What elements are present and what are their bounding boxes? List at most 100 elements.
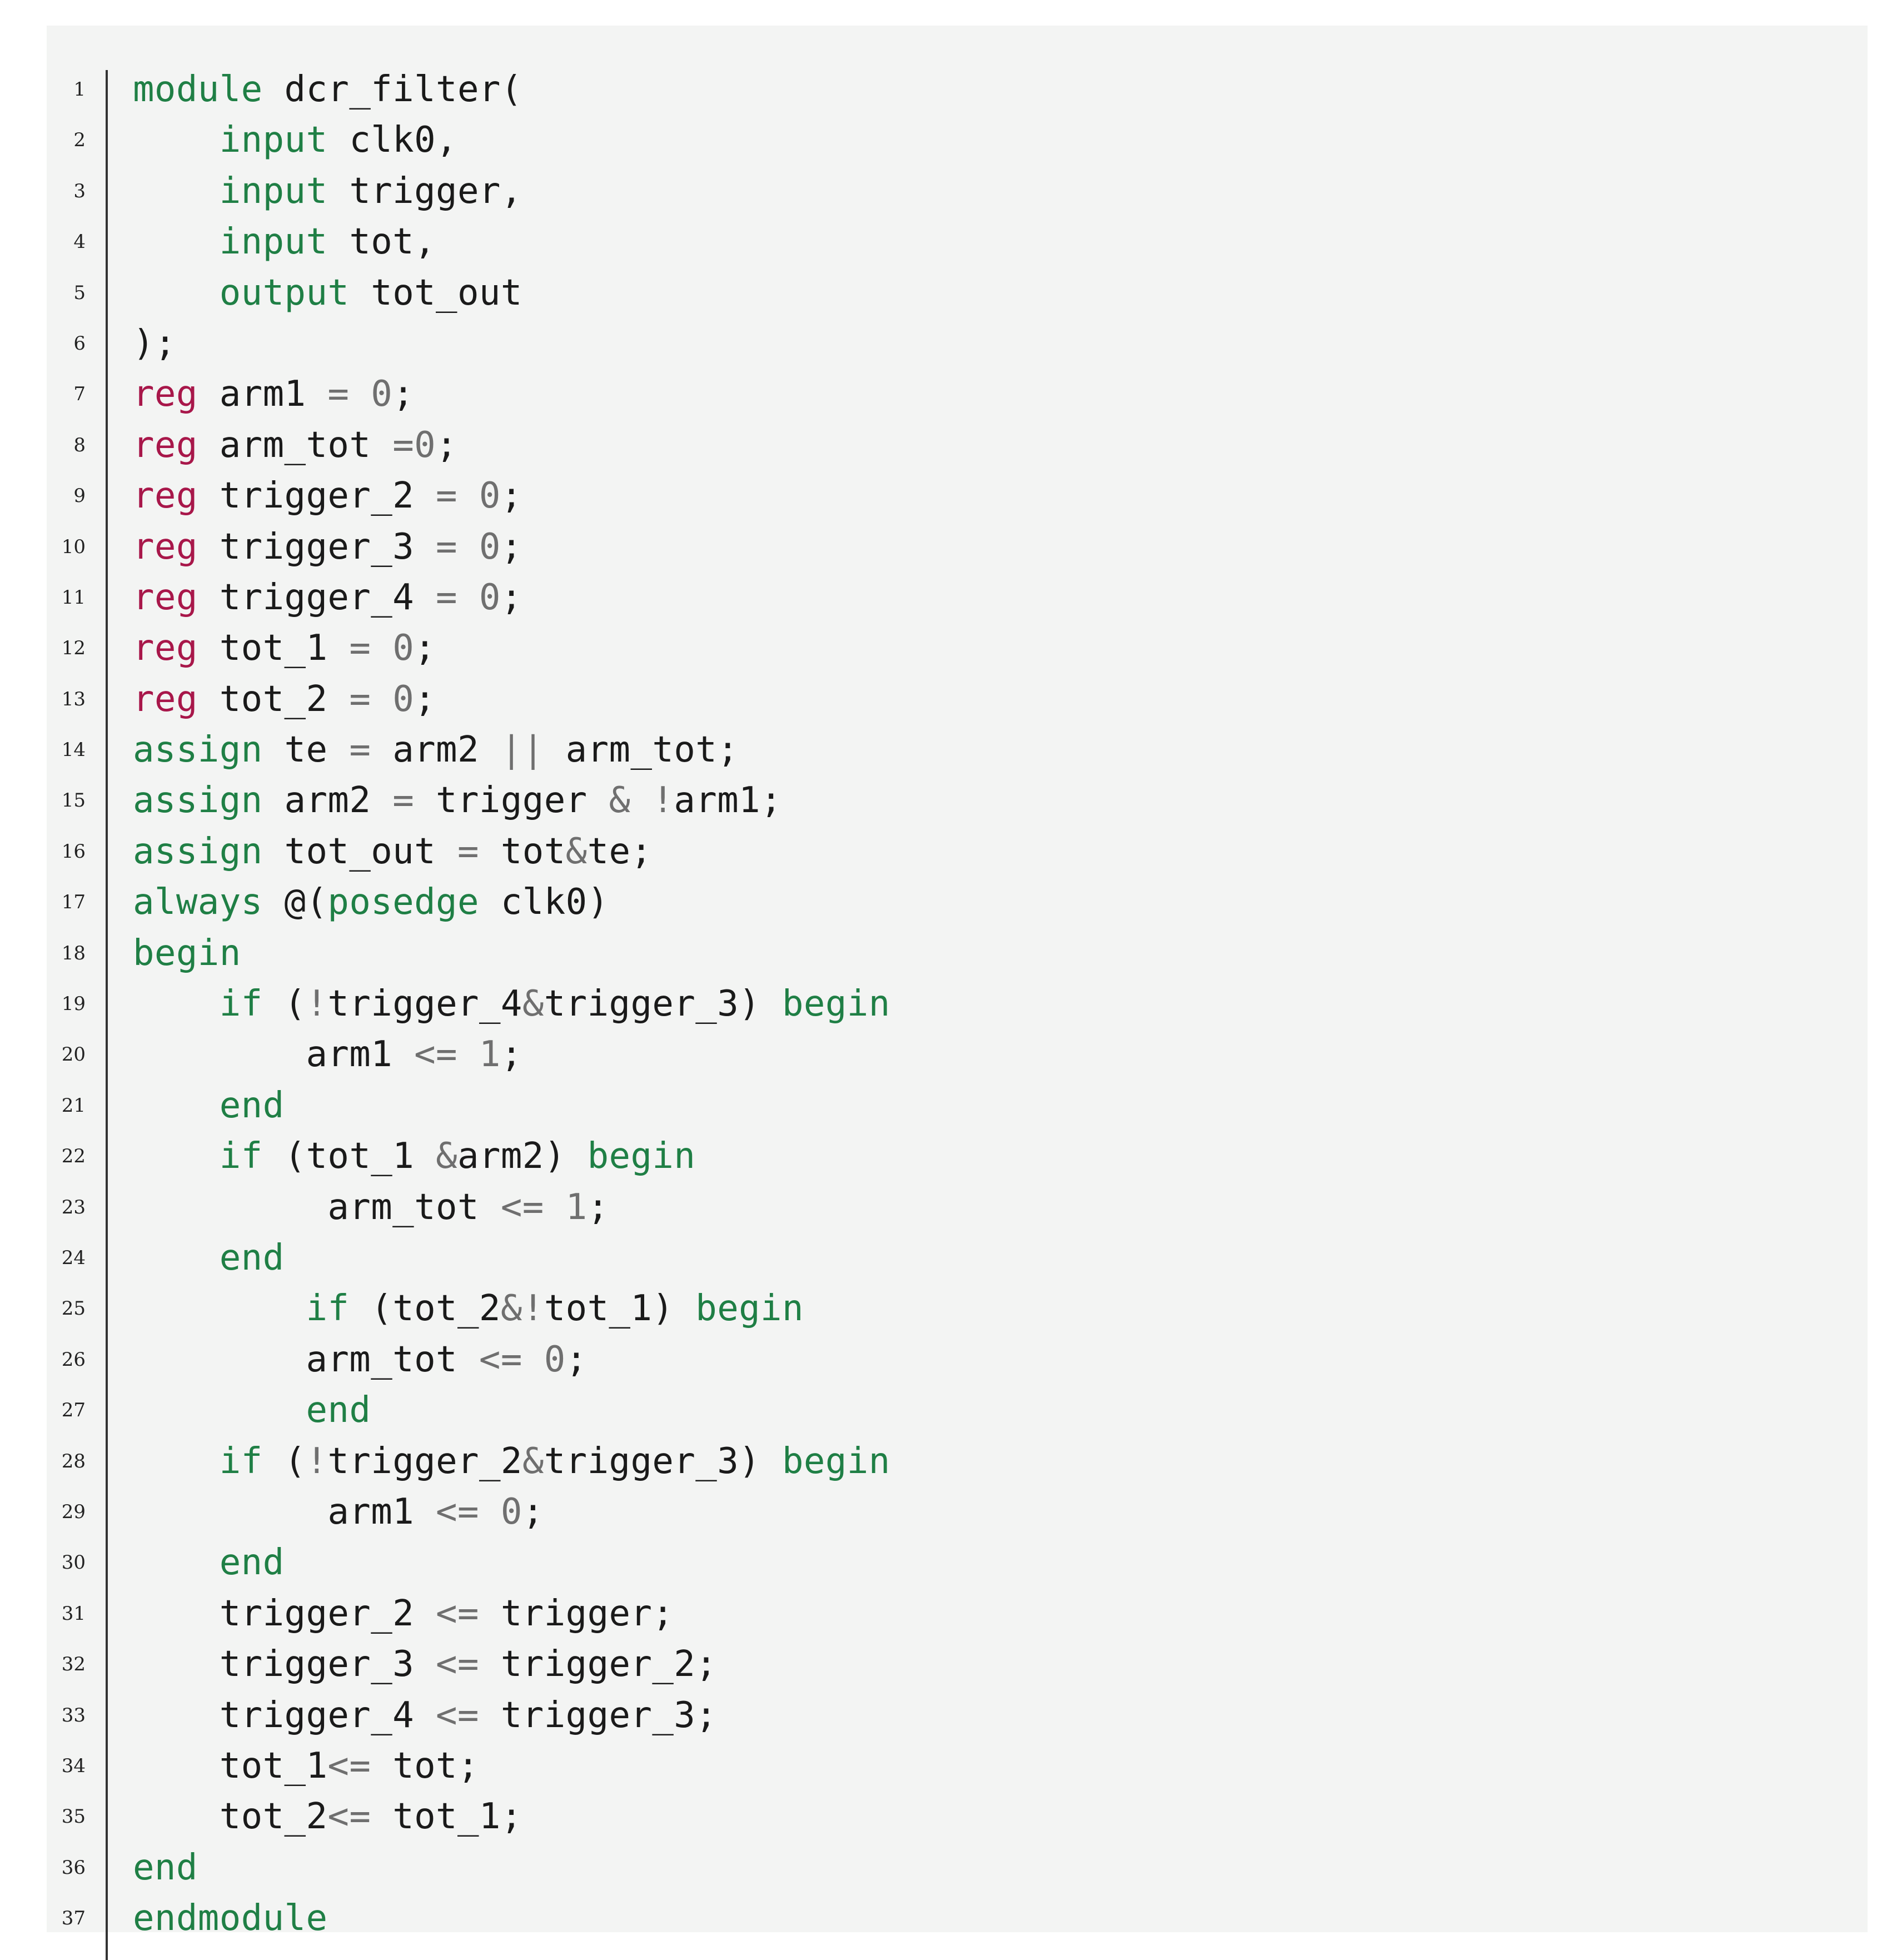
code-token-kw: input bbox=[219, 221, 328, 263]
line-number: 11 bbox=[61, 586, 86, 609]
code-text: tot_1<= tot; bbox=[133, 1741, 479, 1792]
code-text: end bbox=[133, 1233, 285, 1284]
code-token: clk0) bbox=[479, 882, 609, 923]
code-token bbox=[133, 120, 220, 161]
code-line: 29 arm1 <= 0; bbox=[47, 1487, 1868, 1538]
code-text: reg arm_tot =0; bbox=[133, 420, 457, 471]
line-number: 33 bbox=[61, 1704, 86, 1727]
code-token-kw: begin bbox=[695, 1288, 804, 1330]
code-token-op: || bbox=[500, 729, 544, 771]
code-token bbox=[133, 1085, 220, 1126]
code-text: end bbox=[133, 1081, 285, 1131]
code-token: arm1; bbox=[674, 780, 782, 822]
code-text: tot_2<= tot_1; bbox=[133, 1792, 522, 1842]
line-number: 19 bbox=[61, 993, 86, 1016]
code-token: trigger_4 bbox=[133, 1694, 436, 1736]
code-token-kw: output bbox=[219, 272, 350, 314]
code-text: if (!trigger_4&trigger_3) begin bbox=[133, 979, 890, 1029]
code-line: 23 arm_tot <= 1; bbox=[47, 1182, 1868, 1233]
code-token bbox=[371, 679, 392, 720]
code-token-op: <= bbox=[436, 1491, 479, 1533]
code-token: ( bbox=[262, 983, 306, 1025]
line-number: 2 bbox=[73, 129, 86, 152]
code-token bbox=[133, 1441, 220, 1482]
code-text: reg trigger_4 = 0; bbox=[133, 573, 522, 623]
code-token bbox=[133, 1390, 306, 1431]
line-number: 32 bbox=[61, 1653, 86, 1676]
code-token: trigger; bbox=[479, 1593, 674, 1634]
code-token: ; bbox=[500, 576, 522, 618]
code-token-op: <= bbox=[436, 1644, 479, 1685]
code-token: tot_1 bbox=[133, 1745, 328, 1787]
code-text: end bbox=[133, 1385, 371, 1436]
code-token: te bbox=[262, 729, 350, 771]
code-token: arm2) bbox=[457, 1136, 587, 1177]
line-number: 30 bbox=[61, 1551, 86, 1574]
line-number: 23 bbox=[61, 1196, 86, 1218]
code-token bbox=[133, 221, 220, 262]
line-number: 31 bbox=[61, 1602, 86, 1625]
code-token-rg: reg bbox=[133, 374, 198, 415]
code-token bbox=[133, 983, 220, 1024]
code-token-nm: 0 bbox=[479, 475, 501, 517]
code-token-rg: reg bbox=[133, 424, 198, 466]
code-text: reg tot_1 = 0; bbox=[133, 623, 436, 674]
code-token-kw: begin bbox=[587, 1136, 696, 1177]
code-token: ; bbox=[392, 374, 415, 415]
code-token-nm: 0 bbox=[544, 1339, 566, 1380]
code-token bbox=[457, 1034, 479, 1075]
code-text: assign tot_out = tot&te; bbox=[133, 827, 652, 877]
code-token-op: = bbox=[457, 830, 479, 872]
line-number: 4 bbox=[73, 231, 86, 253]
code-token-kw: assign bbox=[133, 830, 263, 872]
code-token: arm2 bbox=[371, 729, 501, 771]
code-token-kw: endmodule bbox=[133, 1898, 328, 1939]
line-number: 36 bbox=[61, 1856, 86, 1879]
code-text: arm_tot <= 1; bbox=[133, 1182, 609, 1233]
code-token: ; bbox=[414, 678, 436, 720]
code-token: dcr_filter( bbox=[262, 69, 522, 110]
code-token: ; bbox=[587, 1186, 609, 1228]
code-token-kw: assign bbox=[133, 729, 263, 771]
code-token-op: = bbox=[436, 475, 457, 517]
code-token: @( bbox=[262, 882, 328, 923]
code-text: if (tot_2&!tot_1) begin bbox=[133, 1284, 804, 1334]
code-text: end bbox=[133, 1843, 198, 1893]
code-text: if (!trigger_2&trigger_3) begin bbox=[133, 1436, 890, 1487]
code-line: 33 trigger_4 <= trigger_3; bbox=[47, 1690, 1868, 1741]
code-token bbox=[371, 628, 392, 669]
code-token: (tot_2 bbox=[349, 1288, 501, 1330]
code-token-kw: if bbox=[306, 1288, 350, 1330]
code-token: ; bbox=[565, 1339, 587, 1380]
code-line: 11 reg trigger_4 = 0; bbox=[47, 573, 1868, 623]
code-token: arm1 bbox=[197, 374, 328, 415]
line-number: 10 bbox=[61, 535, 86, 558]
code-token: ; bbox=[500, 526, 522, 568]
line-number-gutter-rule bbox=[106, 70, 108, 1960]
line-number: 34 bbox=[61, 1754, 86, 1777]
line-number: 27 bbox=[61, 1399, 86, 1422]
code-text: reg trigger_2 = 0; bbox=[133, 471, 522, 521]
code-text: if (tot_1 &arm2) begin bbox=[133, 1131, 695, 1182]
code-text: output tot_out bbox=[133, 268, 522, 319]
code-token: (tot_1 bbox=[262, 1136, 436, 1177]
code-token-kw: end bbox=[306, 1390, 371, 1431]
code-token: tot_out bbox=[262, 830, 457, 872]
code-token-op: & bbox=[522, 1440, 544, 1482]
code-line: 30 end bbox=[47, 1538, 1868, 1588]
code-token-op: ! bbox=[652, 780, 674, 822]
code-token-kw: begin bbox=[782, 1440, 890, 1482]
code-line: 2 input clk0, bbox=[47, 115, 1868, 166]
code-token: arm_tot bbox=[133, 1339, 479, 1380]
code-token-op: & bbox=[436, 1136, 457, 1177]
code-token-op: <= bbox=[479, 1339, 522, 1380]
code-token: trigger_3) bbox=[544, 1440, 782, 1482]
code-token-op: ! bbox=[306, 1440, 328, 1482]
code-token: ; bbox=[436, 424, 457, 466]
code-token-op: = bbox=[349, 729, 371, 771]
